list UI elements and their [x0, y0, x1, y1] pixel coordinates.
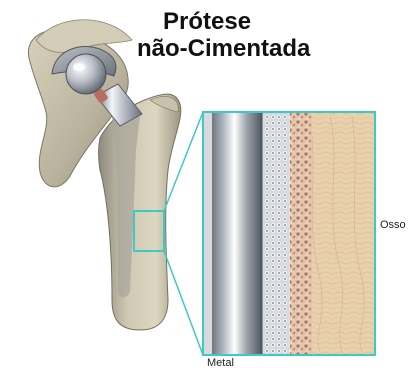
metal-label: Metal: [207, 357, 234, 369]
metal-rod: [212, 112, 262, 355]
porous-coating-layer: [262, 112, 290, 355]
magnified-cross-section: [203, 112, 375, 355]
femoral-head: [66, 54, 106, 94]
bone-interface-layer: [290, 112, 312, 355]
bone-label: Osso: [380, 219, 406, 231]
callout-connector-bottom: [164, 251, 203, 355]
title-line-2: não-Cimentada: [137, 36, 310, 62]
femur-bone: [99, 94, 181, 330]
title-line-1: Prótese: [163, 9, 251, 35]
